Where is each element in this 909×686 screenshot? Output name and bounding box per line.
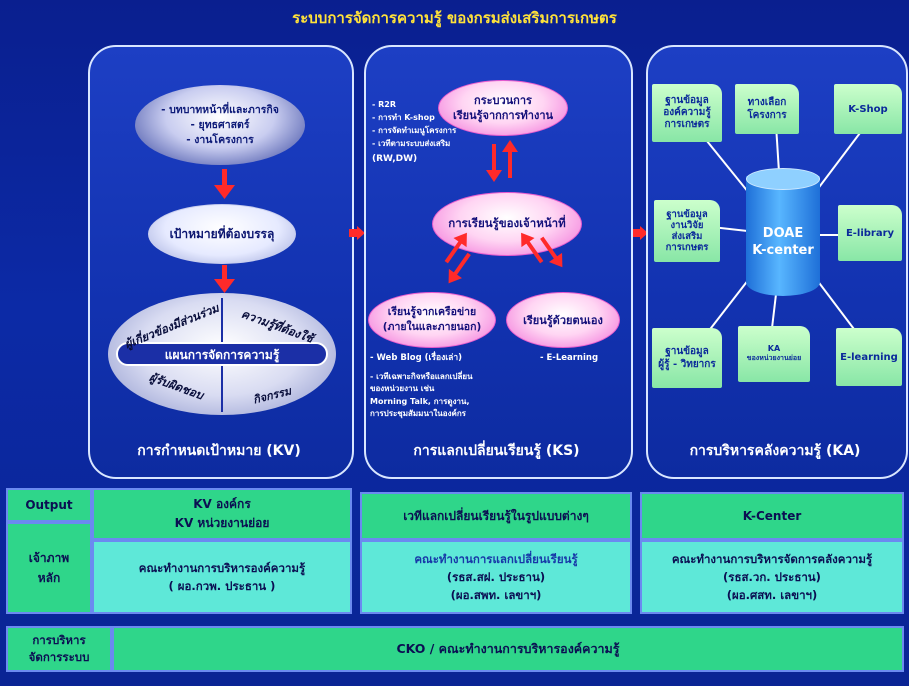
kv-arrow-down-2 — [214, 265, 235, 293]
kv-oval-goal-label: เป้าหมายที่ต้องบรรลุ — [169, 226, 275, 241]
arrow-kv-to-ks — [349, 226, 365, 240]
ka-cylinder-label-doae: DOAE — [762, 226, 804, 241]
ks-oval-self-label: เรียนรู้ด้วยตนเอง — [523, 314, 603, 327]
ks-network-line-2: - เวทีเฉพาะกิจหรือแลกเปลี่ยน — [370, 371, 473, 381]
kv-output-cell: KV องค์กร KV หน่วยงานย่อย — [92, 488, 352, 540]
ka-note-experts-db: ฐานข้อมูล ผู้รู้ - วิทยากร — [652, 328, 722, 388]
ks-method-list: - R2R - การทำ K-shop - การจัดทำเมนูโครงก… — [372, 98, 482, 166]
ka-note-project-options: ทางเลือก โครงการ — [735, 84, 799, 134]
ka-host-cell: คณะทำงานการบริหารจัดการคลังความรู้ (รธส.… — [640, 540, 904, 614]
ks-host-line-1: คณะทำงานการแลกเปลี่ยนเรียนรู้ — [414, 552, 578, 566]
ks-arrow-left-pair — [444, 232, 471, 284]
ks-network-line-5: การประชุมสัมมนาในองค์กร — [370, 409, 466, 418]
ka-note-experts-db-label: ฐานข้อมูล ผู้รู้ - วิทยากร — [658, 346, 716, 370]
ka-cylinder-body — [746, 176, 820, 296]
row-label-output: Output — [6, 488, 92, 522]
ks-self-list: - E-Learning — [540, 352, 620, 365]
kv-output-line-2: KV หน่วยงานย่อย — [174, 516, 270, 530]
bottom-row-label: การบริหาร จัดการระบบ — [6, 626, 112, 672]
ks-method-kshop: - การทำ K-shop — [372, 113, 435, 122]
ks-oval-network: เรียนรู้จากเครือข่าย (ภายในและภายนอก) — [368, 292, 496, 348]
ks-oval-work-learning-label: กระบวนการ เรียนรู้จากการทำงาน — [452, 94, 554, 122]
ks-host-line-3: (ผอ.สพท. เลขาฯ) — [450, 588, 542, 602]
ka-note-agri-knowledge-db: ฐานข้อมูล องค์ความรู้ การเกษตร — [652, 84, 722, 142]
ks-arrow-top-pair — [486, 140, 518, 182]
ks-output-label: เวทีแลกเปลี่ยนเรียนรู้ในรูปแบบต่างๆ — [403, 508, 589, 523]
ka-note-elearning: E-learning — [836, 328, 902, 386]
ks-network-line-3: ของหน่วยงาน เช่น — [370, 384, 435, 393]
kv-oval-goal: เป้าหมายที่ต้องบรรลุ — [148, 204, 296, 264]
kv-arrows — [214, 169, 235, 293]
kv-plan-center-label: แผนการจัดการความรู้ — [164, 348, 280, 362]
ks-arrow-right-pair — [521, 232, 563, 268]
ka-note-kshop: K-Shop — [834, 84, 902, 134]
row-label-host-text: เจ้าภาพ หลัก — [28, 551, 70, 585]
kv-host-cell: คณะทำงานการบริหารองค์ความรู้ ( ผอ.กวพ. ป… — [92, 540, 352, 614]
ka-note-sub-unit-ka-line-1: KA — [767, 344, 781, 353]
ka-note-elearning-label: E-learning — [840, 351, 898, 363]
kv-plan-center-bar — [116, 342, 328, 366]
ka-note-agri-knowledge-db-label: ฐานข้อมูล องค์ความรู้ การเกษตร — [663, 95, 711, 130]
ks-network-list: - Web Blog (เรื่องเล่า) - เวทีเฉพาะกิจหร… — [370, 352, 520, 421]
kv-output-line-1: KV องค์กร — [193, 497, 251, 511]
ks-oval-self: เรียนรู้ด้วยตนเอง — [506, 292, 620, 348]
ka-cylinder-top — [746, 168, 820, 190]
ka-host-label: คณะทำงานการบริหารจัดการคลังความรู้ (รธส.… — [671, 552, 873, 602]
ks-method-forum: - เวทีตามระบบส่งเสริม — [372, 139, 451, 148]
ks-double-arrows — [444, 140, 563, 284]
slide-title: ระบบการจัดการความรู้ ของกรมส่งเสริมการเก… — [292, 9, 617, 27]
ks-network-line-4: Morning Talk, การดูงาน, — [370, 396, 470, 406]
ka-note-sub-unit-ka: KA ของหน่วยงานย่อย — [738, 326, 810, 382]
kv-plan-divider-bottom — [221, 366, 223, 412]
ks-output-cell: เวทีแลกเปลี่ยนเรียนรู้ในรูปแบบต่างๆ — [360, 492, 632, 540]
ka-note-elibrary: E-library — [838, 205, 902, 261]
ka-note-kshop-label: K-Shop — [848, 103, 888, 115]
ks-method-rwdw: (RW,DW) — [372, 154, 418, 164]
ka-note-sub-unit-ka-line-2: ของหน่วยงานย่อย — [746, 354, 802, 362]
ka-output-label: K-Center — [742, 509, 802, 523]
ks-caption: การแลกเปลี่ยนเรียนรู้ (KS) — [413, 443, 580, 459]
ks-oval-network-label: เรียนรู้จากเครือข่าย (ภายในและภายนอก) — [382, 306, 482, 333]
bottom-row-value-text: CKO / คณะทำงานการบริหารองค์ความรู้ — [396, 641, 620, 656]
kv-oval-mission-line-3: - งานโครงการ — [186, 133, 254, 146]
ks-method-r2r: - R2R — [372, 100, 396, 109]
bottom-row-value: CKO / คณะทำงานการบริหารองค์ความรู้ — [112, 626, 904, 672]
kv-host-label: คณะทำงานการบริหารองค์ความรู้ ( ผอ.กวพ. ป… — [138, 561, 306, 593]
ka-output-cell: K-Center — [640, 492, 904, 540]
ks-host-line-2: (รธส.สฝ. ประธาน) — [446, 570, 546, 584]
kv-oval-mission-line-1: - บทบาทหน้าที่และภารกิจ — [161, 103, 279, 116]
ka-cylinder-label-kcenter: K-center — [752, 243, 814, 258]
kv-plan-divider-top — [221, 298, 223, 342]
ks-oval-staff-learning-label: การเรียนรู้ของเจ้าหน้าที่ — [448, 216, 566, 230]
ka-note-research-db: ฐานข้อมูล งานวิจัย ส่งเสริม การเกษตร — [654, 200, 720, 262]
ka-note-research-db-label: ฐานข้อมูล งานวิจัย ส่งเสริม การเกษตร — [665, 209, 709, 253]
bottom-row-label-text: การบริหาร จัดการระบบ — [28, 633, 90, 664]
ka-note-project-options-label: ทางเลือก โครงการ — [747, 97, 787, 121]
kv-oval-mission-line-2: - ยุทธศาสตร์ — [190, 118, 250, 131]
row-label-host: เจ้าภาพ หลัก — [6, 522, 92, 614]
ka-note-elibrary-label: E-library — [845, 227, 895, 239]
ks-host-cell: คณะทำงานการแลกเปลี่ยนเรียนรู้ (รธส.สฝ. ป… — [360, 540, 632, 614]
arrow-ks-to-ka — [632, 226, 648, 240]
ks-method-menu: - การจัดทำเมนูโครงการ — [372, 126, 457, 135]
ka-caption: การบริหารคลังความรู้ (KA) — [689, 443, 861, 459]
ks-network-webblog: - Web Blog (เรื่องเล่า) — [370, 353, 463, 363]
kv-caption: การกำหนดเป้าหมาย (KV) — [137, 443, 301, 459]
kv-arrow-down-1 — [214, 169, 235, 199]
ks-oval-work-learning: กระบวนการ เรียนรู้จากการทำงาน — [438, 80, 568, 136]
ks-self-elearning: - E-Learning — [540, 353, 599, 363]
kv-oval-mission: - บทบาทหน้าที่และภารกิจ - ยุทธศาสตร์ - ง… — [135, 85, 305, 165]
